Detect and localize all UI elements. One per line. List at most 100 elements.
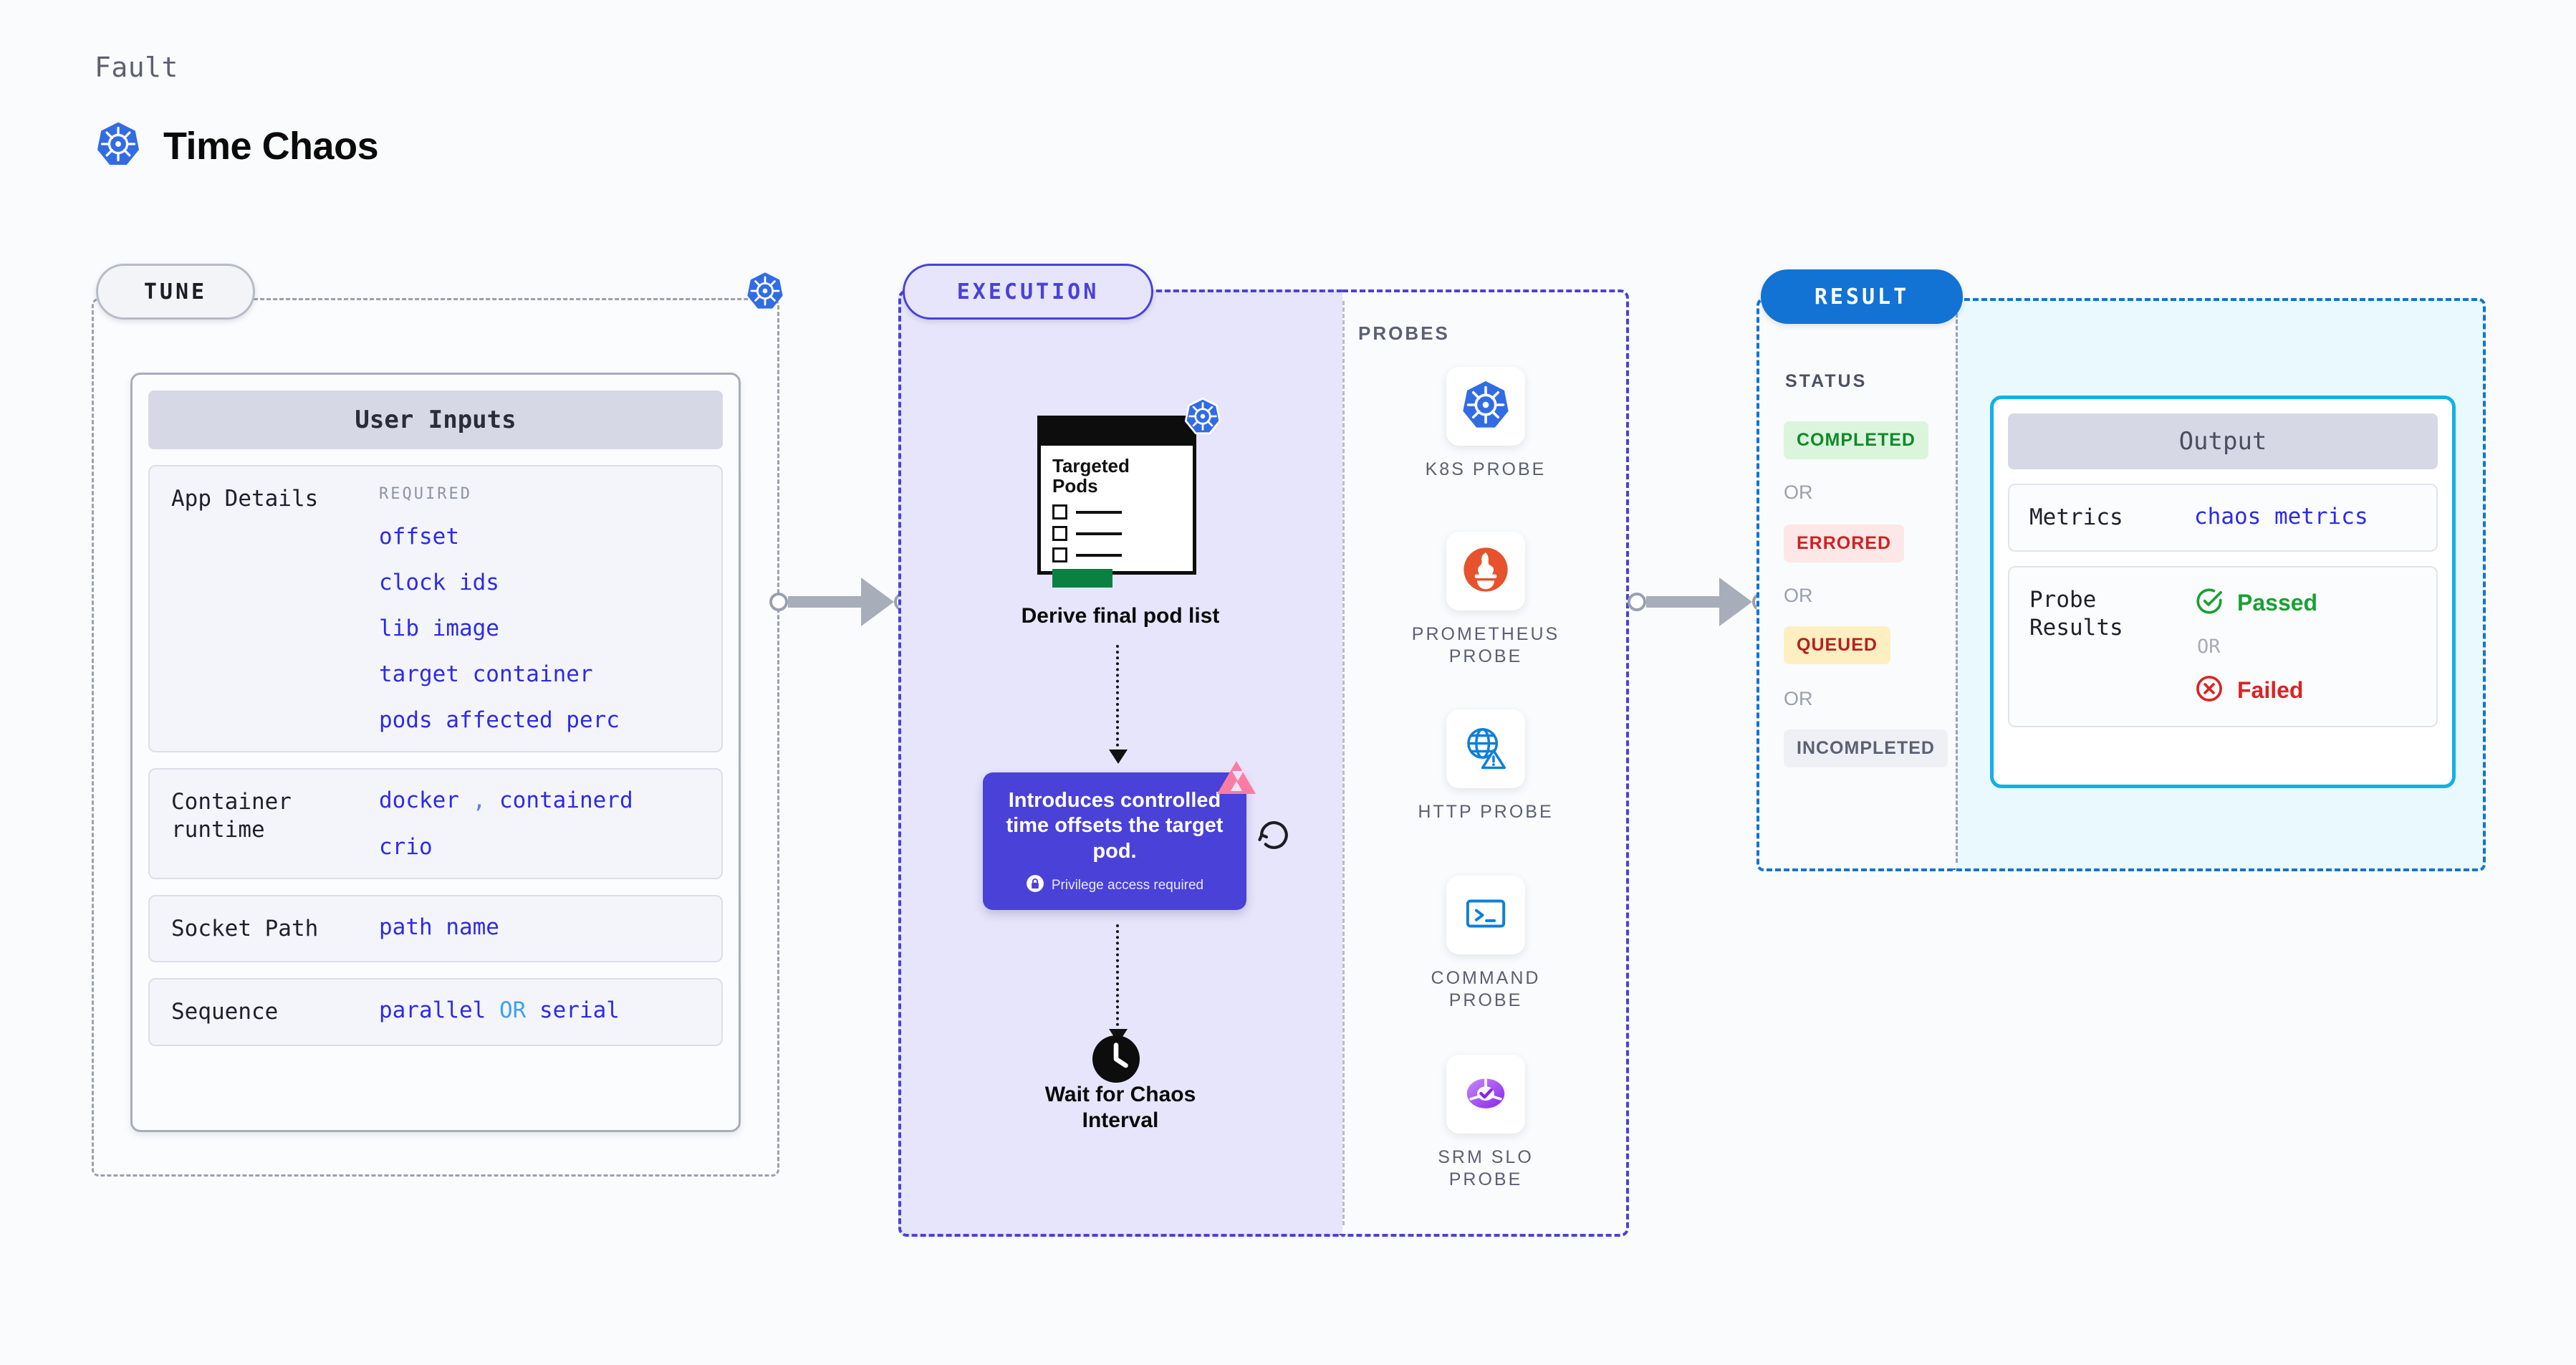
metrics-value[interactable]: chaos metrics — [2194, 504, 2368, 530]
probe-result-passed: Passed — [2194, 586, 2317, 620]
runtime-separator: , — [472, 787, 486, 814]
row-values: path name — [379, 915, 700, 939]
row-values: docker , containerd crio — [379, 788, 700, 858]
status-or-label: OR — [1784, 482, 1813, 503]
page-title: Time Chaos — [163, 124, 379, 168]
prometheus-icon — [1461, 545, 1511, 598]
user-inputs-title: User Inputs — [148, 391, 723, 449]
input-clock-ids[interactable]: clock ids — [379, 570, 499, 596]
fault-description-tooltip: Introduces controlled time offsets the t… — [983, 761, 1256, 911]
list-placeholder-line — [1076, 553, 1122, 557]
runtime-crio[interactable]: crio — [379, 833, 433, 860]
row-values: REQUIRED offset clock ids lib image targ… — [379, 485, 700, 732]
globe-warning-icon — [1461, 722, 1511, 776]
socket-path-row: Socket Path path name — [148, 894, 723, 963]
pods-card-body: Targeted Pods — [1037, 446, 1196, 588]
probe-tile[interactable] — [1446, 532, 1525, 610]
sequence-value[interactable]: parallel OR serial — [379, 998, 700, 1022]
stage-badge-result[interactable]: RESULT — [1761, 269, 1963, 324]
connector-line — [1646, 596, 1719, 608]
passed-label: Passed — [2237, 589, 2318, 616]
pods-list-item — [1052, 547, 1181, 563]
connector-arrowhead — [861, 578, 894, 626]
probe-result-failed: Failed — [2194, 674, 2317, 707]
runtime-docker[interactable]: docker — [379, 787, 459, 814]
sequence-or: OR — [499, 997, 527, 1024]
connector-line — [788, 596, 861, 608]
stage-badge-execution[interactable]: EXECUTION — [903, 264, 1153, 320]
pods-card-title: Targeted Pods — [1052, 455, 1130, 497]
metrics-row: Metrics chaos metrics — [2008, 484, 2438, 552]
pods-list-item — [1052, 504, 1181, 520]
kubernetes-icon — [1183, 397, 1222, 439]
status-title: STATUS — [1785, 371, 1868, 391]
probe-tile[interactable] — [1446, 876, 1525, 954]
sequence-serial[interactable]: serial — [539, 997, 620, 1024]
privilege-note: Privilege access required — [1000, 874, 1229, 897]
output-card-title: Output — [2008, 413, 2438, 469]
app-details-row: App Details REQUIRED offset clock ids li… — [148, 465, 723, 753]
list-placeholder-line — [1076, 532, 1122, 535]
connector-tune-to-execution — [769, 578, 913, 626]
probe-label: HTTP PROBE — [1418, 802, 1554, 822]
probe-srm-slo[interactable]: SRM SLO PROBE — [1400, 1055, 1572, 1192]
row-label: Container runtime — [171, 789, 292, 843]
status-badge-queued: QUEUED — [1784, 626, 1890, 664]
list-placeholder-line — [1076, 510, 1122, 514]
probe-k8s[interactable]: K8S PROBE — [1400, 367, 1572, 481]
socket-path-value[interactable]: path name — [379, 914, 499, 940]
probe-label: K8S PROBE — [1425, 459, 1547, 479]
input-lib-image[interactable]: lib image — [379, 616, 499, 642]
page-header: Time Chaos — [95, 120, 379, 171]
probe-prometheus[interactable]: PROMETHEUS PROBE — [1400, 532, 1572, 669]
connector-start-dot — [1628, 593, 1646, 611]
srm-slo-donut-icon — [1461, 1068, 1511, 1121]
probe-label: COMMAND PROBE — [1431, 968, 1541, 1011]
kubernetes-icon — [1460, 379, 1512, 434]
sequence-parallel[interactable]: parallel — [379, 997, 486, 1024]
probe-tile[interactable] — [1446, 1055, 1525, 1134]
connector-arrowhead — [1719, 578, 1752, 626]
probe-results-values: Passed OR Failed — [2194, 586, 2317, 707]
page-eyebrow: Fault — [95, 52, 178, 83]
container-runtime-row: Container runtime docker , containerd cr… — [148, 768, 723, 879]
probe-result-or: OR — [2197, 635, 2221, 658]
metrics-label: Metrics — [2029, 504, 2123, 530]
probe-command[interactable]: COMMAND PROBE — [1400, 876, 1572, 1012]
row-label: Socket Path — [171, 915, 319, 942]
probe-label: SRM SLO PROBE — [1438, 1147, 1534, 1190]
pods-list-item — [1052, 526, 1181, 542]
probe-tile[interactable] — [1446, 367, 1525, 446]
checkbox-icon — [1052, 526, 1067, 542]
kubernetes-icon — [95, 120, 142, 171]
status-badge-incompleted: INCOMPLETED — [1784, 729, 1948, 767]
flow-arrow-down — [1109, 645, 1128, 764]
user-inputs-card: User Inputs App Details REQUIRED offset … — [130, 373, 741, 1132]
stage-badge-tune[interactable]: TUNE — [96, 264, 255, 320]
litmus-icon — [1215, 760, 1258, 802]
derive-pod-list-label: Derive final pod list — [1021, 604, 1220, 628]
failed-label: Failed — [2237, 676, 2304, 703]
lock-icon — [1026, 874, 1044, 897]
kubernetes-icon — [745, 271, 785, 315]
sequence-row: Sequence parallel OR serial — [148, 978, 723, 1047]
status-badge-errored: ERRORED — [1784, 525, 1905, 562]
result-divider — [1956, 307, 1958, 863]
clock-icon — [1090, 1033, 1142, 1088]
probe-tile[interactable] — [1446, 709, 1525, 788]
x-circle-icon — [2194, 674, 2224, 707]
runtime-line-1[interactable]: docker , containerd — [379, 788, 700, 813]
input-offset[interactable]: offset — [379, 524, 459, 550]
probe-http[interactable]: HTTP PROBE — [1400, 709, 1572, 823]
refresh-icon[interactable] — [1255, 815, 1292, 856]
tooltip-text: Introduces controlled time offsets the t… — [1006, 789, 1224, 863]
status-badge-completed: COMPLETED — [1784, 421, 1928, 459]
input-target-container[interactable]: target container — [379, 661, 593, 688]
wait-interval-label: Wait for Chaos Interval — [1044, 1083, 1196, 1132]
connector-start-dot — [769, 593, 788, 611]
input-pods-affected-perc[interactable]: pods affected perc — [379, 707, 620, 734]
checkbox-icon — [1052, 547, 1067, 563]
runtime-containerd[interactable]: containerd — [499, 787, 633, 814]
terminal-icon — [1461, 889, 1511, 942]
